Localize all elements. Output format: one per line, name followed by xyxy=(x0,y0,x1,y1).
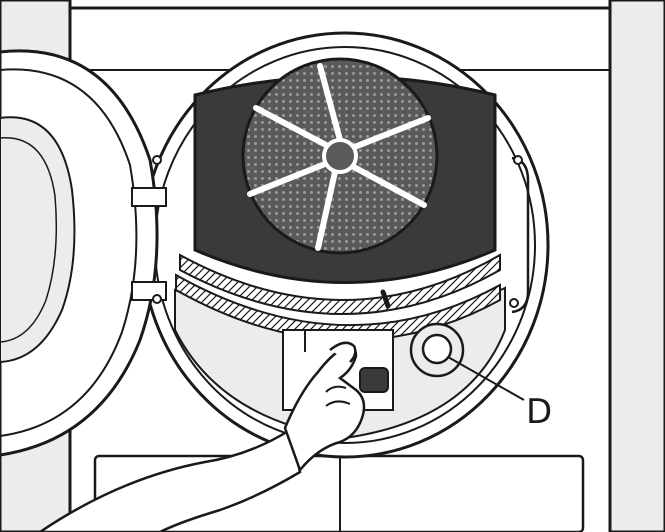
rim-screw-bottom xyxy=(509,298,519,308)
finger-crease-2 xyxy=(325,400,351,407)
sensor-inner xyxy=(421,333,453,365)
filter-handle xyxy=(359,367,389,393)
hinge-screw-top xyxy=(152,155,162,165)
thumb xyxy=(329,341,357,363)
finger-crease-1 xyxy=(325,385,347,393)
drum-hub xyxy=(322,138,358,174)
rim-screw-top xyxy=(513,155,523,165)
door-seal-lower xyxy=(175,273,501,342)
door-glass-ring xyxy=(0,137,58,343)
hinge-screw-bottom xyxy=(152,294,162,304)
callout-label-d: D xyxy=(526,392,553,432)
door-seal xyxy=(179,253,501,315)
cabinet-right-panel xyxy=(608,0,665,532)
drum-spokes xyxy=(247,63,431,251)
hand xyxy=(283,345,366,473)
seal-clip xyxy=(380,289,391,309)
door-glass xyxy=(0,116,76,364)
hinge-top xyxy=(131,187,167,207)
callout-line xyxy=(447,356,525,401)
open-door-inner-rim xyxy=(0,68,138,437)
